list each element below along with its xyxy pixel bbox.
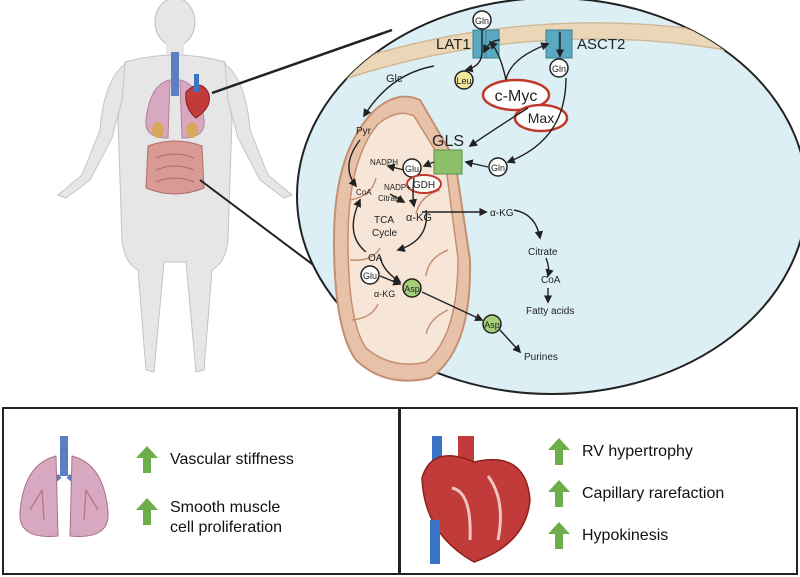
human-body-illustration — [57, 0, 293, 373]
leu-node: Leu — [454, 70, 474, 90]
svg-text:Gln: Gln — [475, 16, 489, 26]
callout-line-top — [211, 28, 393, 95]
asct2-label: ASCT2 — [577, 36, 625, 53]
gln-cyto-node: Gln — [488, 157, 508, 177]
svg-text:Leu: Leu — [456, 76, 471, 86]
lat1-label: LAT1 — [436, 36, 471, 53]
pathway-arrows — [348, 30, 567, 354]
akg-mito-label: α-KG — [406, 212, 432, 224]
nadph-label: NADPH — [370, 158, 398, 167]
svg-text:Asp: Asp — [484, 320, 500, 330]
increase-arrow-icon — [548, 438, 570, 466]
coa-mito-label: CoA — [356, 188, 372, 197]
lung-effect-vascular-stiffness: Vascular stiffness — [136, 446, 294, 474]
svg-text:GDH: GDH — [413, 180, 435, 191]
nadp-label: NADP+ — [384, 183, 411, 192]
fatty-acids-label: Fatty acids — [526, 306, 574, 317]
purines-label: Purines — [524, 352, 558, 363]
heart-effect-rv-hypertrophy: RV hypertrophy — [548, 438, 693, 466]
increase-arrow-icon — [548, 522, 570, 550]
svg-text:Gln: Gln — [552, 64, 566, 74]
coa-cyto-label: CoA — [541, 275, 561, 286]
lung-effect-smc-proliferation: Smooth muscle cell proliferation — [136, 498, 282, 538]
citrate-mito-label: Citrate — [378, 194, 402, 203]
transporter-lat1 — [472, 29, 500, 59]
oa-label: OA — [368, 253, 383, 264]
pyr-label: Pyr — [356, 126, 372, 137]
svg-text:Glu: Glu — [405, 164, 419, 174]
increase-arrow-icon — [548, 480, 570, 508]
transporter-asct2 — [545, 29, 573, 59]
asp-mito-node: Asp — [402, 278, 422, 298]
increase-arrow-icon — [136, 446, 158, 474]
gls-channel — [433, 149, 463, 175]
cell-diagram: LAT1 ASCT2 GLS c-Myc Max Gln Leu Gln Gln… — [296, 0, 800, 395]
svg-text:Asp: Asp — [404, 284, 420, 294]
lungs-illustration — [19, 436, 109, 537]
citrate-cyto-label: Citrate — [528, 247, 558, 258]
heart-effect-hypokinesis: Hypokinesis — [548, 522, 668, 550]
cycle-label: Cycle — [372, 228, 397, 239]
gdh-node: GDH — [406, 174, 442, 194]
heart-illustration — [421, 436, 531, 564]
akg-cyto-label: α-KG — [490, 208, 514, 219]
cmyc-node — [481, 78, 551, 112]
gln-asct2-node: Gln — [549, 58, 569, 78]
glc-label: Glc — [386, 73, 403, 85]
svg-text:Gln: Gln — [491, 163, 505, 173]
glu-mito-node: Glu — [402, 158, 422, 178]
gln-top-node: Gln — [472, 10, 492, 30]
akg-lower-label: α-KG — [374, 289, 395, 299]
heart-effects-panel — [399, 407, 798, 575]
max-node — [513, 103, 569, 133]
asp-cyto-node: Asp — [482, 314, 502, 334]
body-heart — [185, 74, 210, 119]
svg-text:c-Myc: c-Myc — [495, 88, 538, 105]
increase-arrow-icon — [136, 498, 158, 526]
svg-text:Glu: Glu — [363, 271, 377, 281]
tca-label: TCA — [374, 215, 394, 226]
gls-label: GLS — [432, 133, 464, 150]
glu-lower-node: Glu — [360, 265, 380, 285]
lung-effects-panel — [2, 407, 400, 575]
heart-effect-capillary-rarefaction: Capillary rarefaction — [548, 480, 724, 508]
svg-text:Max: Max — [528, 110, 554, 126]
body-intestines — [145, 140, 205, 195]
